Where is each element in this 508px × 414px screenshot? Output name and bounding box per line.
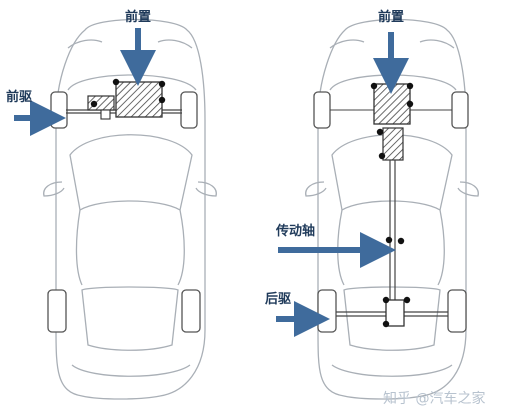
car-fwd — [14, 18, 217, 400]
car-rwd — [276, 18, 479, 400]
fwd-front-engine-label: 前置 — [125, 10, 152, 25]
driveshaft-label: 传动轴 — [276, 224, 316, 239]
rwd-front-engine-label: 前置 — [378, 10, 405, 25]
rwd-gearbox — [382, 127, 404, 161]
fwd-drive-label: 前驱 — [6, 90, 33, 105]
fwd-engine-mounts — [90, 78, 166, 108]
rwd-drive-label: 后驱 — [265, 292, 292, 307]
rwd-engine-block — [373, 83, 411, 125]
rwd-differential — [385, 299, 405, 327]
fwd-engine-block — [115, 81, 163, 118]
car-rwd-body — [305, 18, 479, 400]
watermark: 知乎 @汽车之家 — [383, 391, 486, 407]
car-fwd-body — [43, 18, 217, 400]
